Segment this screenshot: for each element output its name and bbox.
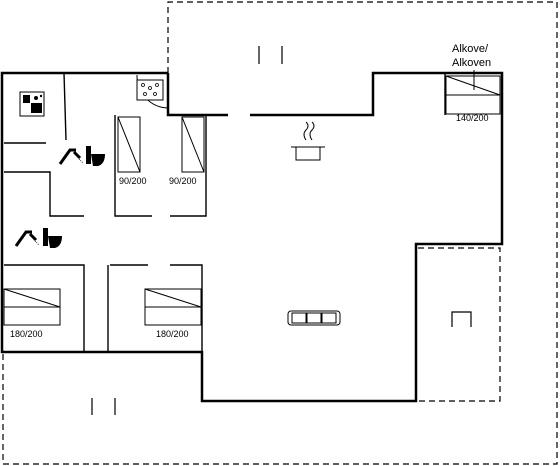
shower-icon <box>58 148 84 165</box>
bed-single-b-label: 90/200 <box>169 176 197 186</box>
exterior-walls <box>0 71 504 403</box>
toilet-icon <box>86 146 105 166</box>
bed-alcove <box>445 70 501 115</box>
bed-double-mid <box>144 288 202 326</box>
bed-single-a <box>117 116 141 173</box>
bed-double-left-label: 180/200 <box>10 329 43 339</box>
toilet-icon <box>43 228 62 248</box>
window-markers <box>91 46 283 415</box>
bed-alcove-label: 140/200 <box>456 113 489 123</box>
interior-walls <box>4 72 446 352</box>
terrace-table-icon <box>451 311 472 327</box>
hot-tub-icon <box>136 79 164 101</box>
bed-double-mid-label: 180/200 <box>156 329 189 339</box>
alcove-label-line2: Alkoven <box>452 57 491 69</box>
cooking-pot-icon <box>291 121 325 161</box>
sofa-icon <box>287 310 341 326</box>
bed-single-a-label: 90/200 <box>119 176 147 186</box>
bed-single-b <box>181 116 205 173</box>
bed-double-left <box>3 288 61 326</box>
alcove-label-line1: Alkove/ <box>452 43 489 55</box>
shower-icon <box>14 230 40 247</box>
washing-machine-icon <box>19 91 45 117</box>
